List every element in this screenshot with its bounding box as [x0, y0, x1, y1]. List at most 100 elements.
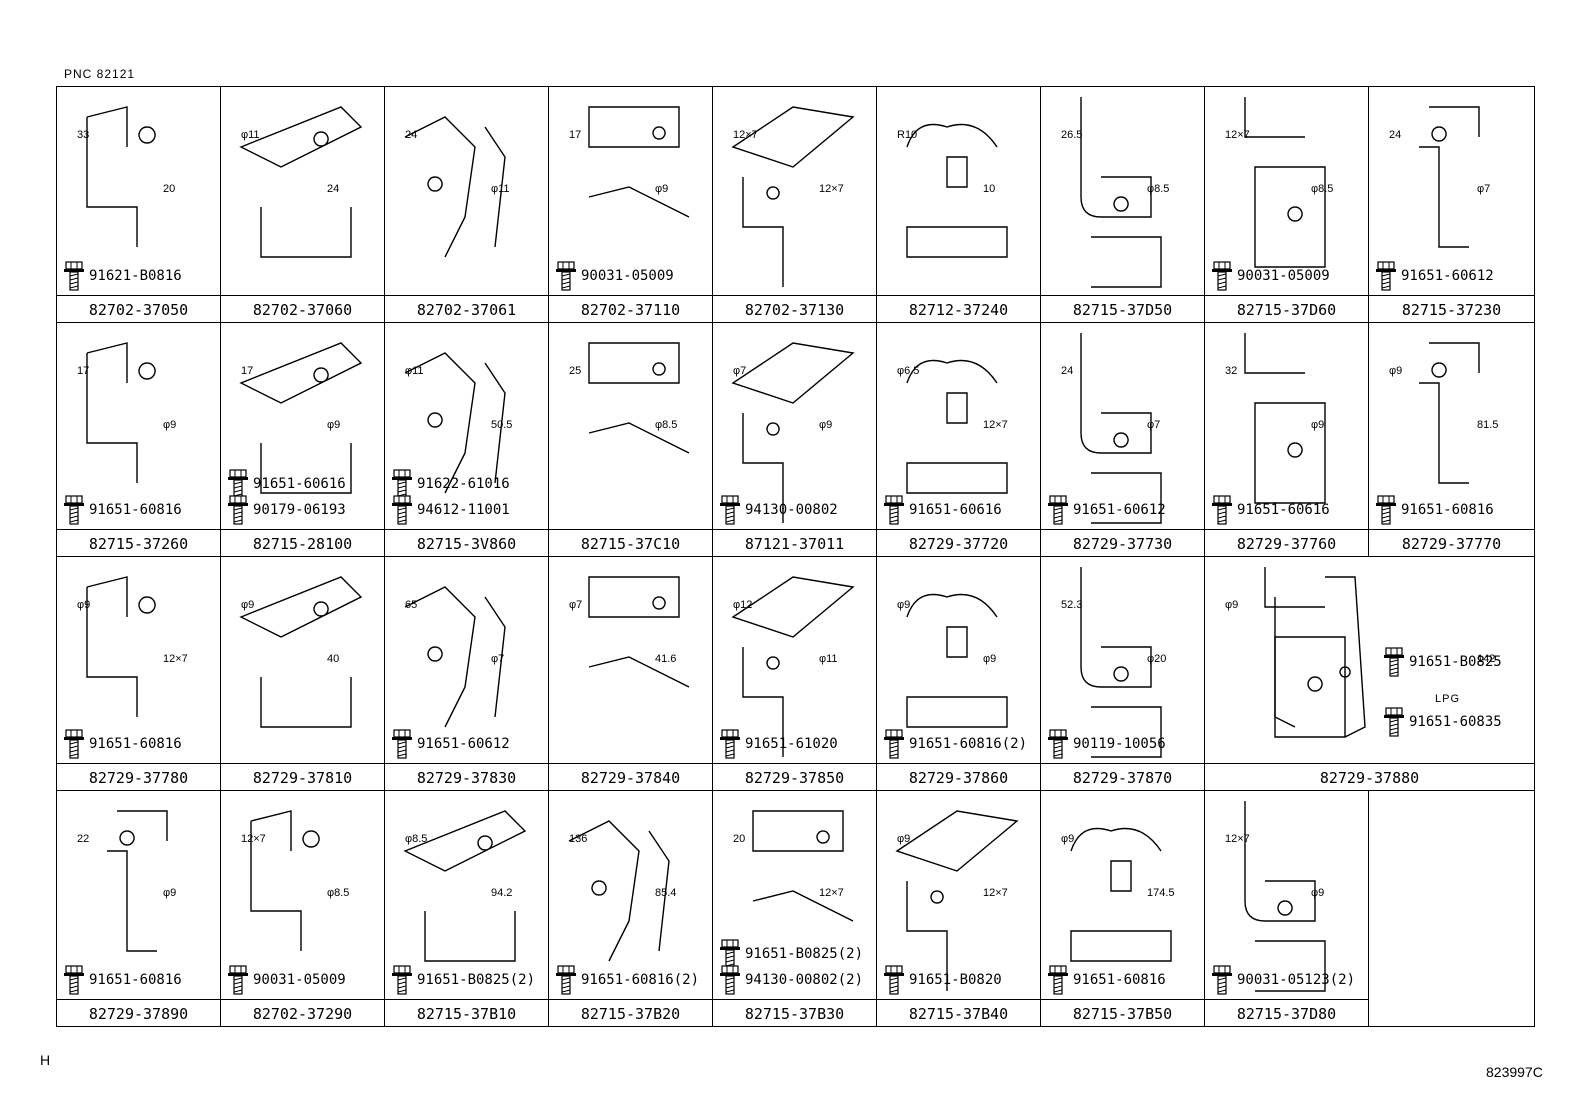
hardware-callout[interactable]: 91651-60816(2)	[555, 965, 699, 995]
hardware-callout[interactable]: 91621-B0816	[63, 261, 182, 291]
part-number-label[interactable]: 82715-37B10	[385, 999, 548, 1026]
part-number-label[interactable]: 82729-37860	[877, 763, 1040, 790]
part-number-label[interactable]: 82712-37240	[877, 295, 1040, 322]
hardware-callout[interactable]: 91651-61020	[719, 729, 838, 759]
part-number-label[interactable]: 82702-37290	[221, 999, 384, 1026]
hardware-callout[interactable]: 91651-B0825(2)	[719, 939, 863, 969]
part-number-label[interactable]: 82715-37B20	[549, 999, 712, 1026]
part-number-label[interactable]: 82729-37870	[1041, 763, 1204, 790]
part-number-label[interactable]: 82702-37130	[713, 295, 876, 322]
hardware-callout[interactable]: 94130-00802(2)	[719, 965, 863, 995]
part-number-label[interactable]: 82702-37061	[385, 295, 548, 322]
hardware-callout[interactable]: 91651-60816	[63, 495, 182, 525]
part-number-label[interactable]: 82715-37B50	[1041, 999, 1204, 1026]
part-number-label[interactable]: 82729-37810	[221, 763, 384, 790]
hardware-callout[interactable]: 91651-60816	[1375, 495, 1494, 525]
part-number-label[interactable]: 82729-37850	[713, 763, 876, 790]
hardware-callout[interactable]: 90119-10056	[1047, 729, 1166, 759]
part-number-label[interactable]: 82715-37230	[1369, 295, 1534, 322]
part-number-label[interactable]: 82729-37760	[1205, 529, 1368, 556]
hardware-callout[interactable]: 91651-60816	[1047, 965, 1166, 995]
part-number-label[interactable]: 82715-37B40	[877, 999, 1040, 1026]
part-number-label[interactable]: 82715-37C10	[549, 529, 712, 556]
part-number-label[interactable]: 82729-37830	[385, 763, 548, 790]
hardware-callout[interactable]: 91651-60616	[1211, 495, 1330, 525]
hardware-callout[interactable]: 90031-05009	[1211, 261, 1330, 291]
part-number-label[interactable]: 82729-37730	[1041, 529, 1204, 556]
part-number-label[interactable]: 82715-28100	[221, 529, 384, 556]
part-number-label[interactable]: 82729-37840	[549, 763, 712, 790]
bracket-drawing	[86, 576, 156, 717]
hardware-callout[interactable]: 94612-11001	[391, 495, 510, 525]
part-number-label[interactable]: 82715-37D50	[1041, 295, 1204, 322]
part-number-label[interactable]: 82729-37880	[1205, 763, 1534, 790]
hardware-callout[interactable]: 91651-60816	[63, 965, 182, 995]
hardware-callout[interactable]: 90179-06193	[227, 495, 346, 525]
hardware-callout[interactable]: 91622-61016	[391, 469, 510, 499]
part-number-label[interactable]: 82702-37050	[57, 295, 220, 322]
hardware-callout[interactable]: 91651-60612	[1047, 495, 1166, 525]
hardware-callout[interactable]: 91651-60816(2)	[883, 729, 1027, 759]
part-number-label[interactable]: 82729-37770	[1369, 529, 1534, 556]
hardware-callout[interactable]: 91651-60616	[883, 495, 1002, 525]
part-number-label[interactable]: 82729-37890	[57, 999, 220, 1026]
hardware-callout[interactable]: 90031-05009	[555, 261, 674, 291]
hardware-callout[interactable]: 91651-B0825	[1383, 647, 1502, 677]
dimension-label: φ11	[819, 653, 838, 665]
part-number-label[interactable]: 82729-37720	[877, 529, 1040, 556]
part-number-label[interactable]: 82729-37780	[57, 763, 220, 790]
part-number-label[interactable]: 82715-37B30	[713, 999, 876, 1026]
part-number-label[interactable]: 82702-37110	[549, 295, 712, 322]
hardware-callout[interactable]: 91651-60612	[1375, 261, 1494, 291]
part-number-label[interactable]: 82715-37D80	[1205, 999, 1368, 1026]
part-number-label[interactable]: 82715-3V860	[385, 529, 548, 556]
part-number-label[interactable]: 82702-37060	[221, 295, 384, 322]
part-number-label[interactable]: 82715-37D60	[1205, 295, 1368, 322]
hardware-callout[interactable]: 91651-60835	[1383, 707, 1502, 737]
part-number-label[interactable]: 82715-37260	[57, 529, 220, 556]
hardware-callout[interactable]: 91651-60612	[391, 729, 510, 759]
hardware-callout[interactable]: 91651-60816	[63, 729, 182, 759]
part-number-label[interactable]: 87121-37011	[713, 529, 876, 556]
hardware-callout[interactable]: 94130-00802	[719, 495, 838, 525]
hardware-callout[interactable]: 91651-B0825(2)	[391, 965, 535, 995]
hardware-callout[interactable]: 91651-60616	[227, 469, 346, 499]
hardware-callout[interactable]: 90031-05123(2)	[1211, 965, 1355, 995]
hardware-callout[interactable]: 90031-05009	[227, 965, 346, 995]
hardware-callout[interactable]: 91651-B0820	[883, 965, 1002, 995]
